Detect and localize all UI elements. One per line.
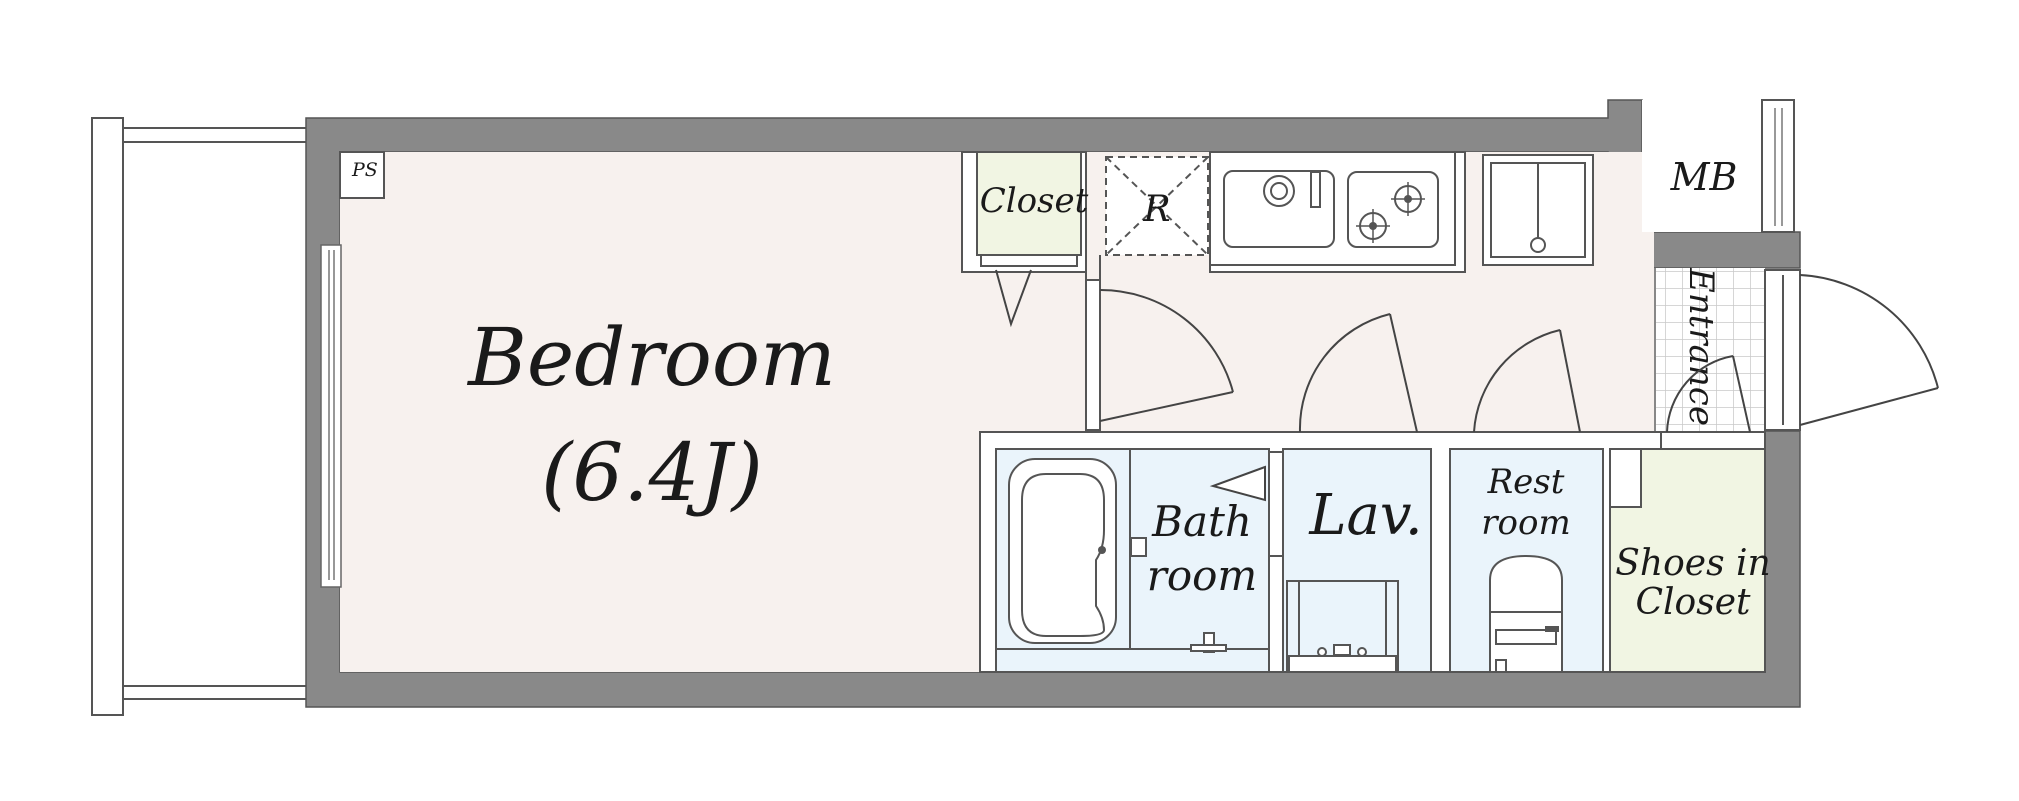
shoes-closet-label-line1: Shoes in [1615,543,1770,584]
entrance-label: Entrance [1681,267,1721,426]
refrigerator-space: R [1105,156,1209,256]
closet: Closet [961,151,1089,328]
lavatory: Lav. [1282,448,1432,673]
meter-box: MB [1642,99,1795,233]
restroom-label-line1: Rest [1487,462,1565,502]
balcony-window [320,244,342,588]
toilet-bowl [1489,554,1563,612]
bedroom-size: (6.4J) [541,426,763,519]
bath-label-line1: Bath [1151,497,1252,546]
entrance: Entrance [1654,267,1939,431]
bathroom-door [1209,451,1284,557]
restroom-label-line2: room [1481,503,1570,543]
shoes-in-closet: Shoes in Closet [1609,355,1771,673]
refrigerator-label: R [1142,189,1170,230]
bath-label-line2: room [1147,551,1257,600]
stove [1347,171,1439,248]
washing-machine [1482,154,1594,266]
pipe-space-bedroom: PS [339,151,385,199]
sink [1223,170,1335,248]
restroom-door [1473,329,1581,433]
bedroom-label: Bedroom (6.4J) [466,311,836,519]
kitchen-counter [1209,151,1466,273]
bedroom-door [1085,279,1234,431]
meter-box-label: MB [1670,155,1738,199]
lavatory-label: Lav. [1308,483,1422,548]
bedroom-floor [340,152,980,672]
lavatory-door [1298,313,1418,433]
balcony [91,117,306,716]
restroom: Rest room [1449,448,1604,673]
shoes-closet-label-line2: Closet [1636,582,1752,623]
bedroom-name: Bedroom [466,311,836,404]
ps-label: PS [351,159,378,181]
closet-label: Closet [980,181,1089,221]
